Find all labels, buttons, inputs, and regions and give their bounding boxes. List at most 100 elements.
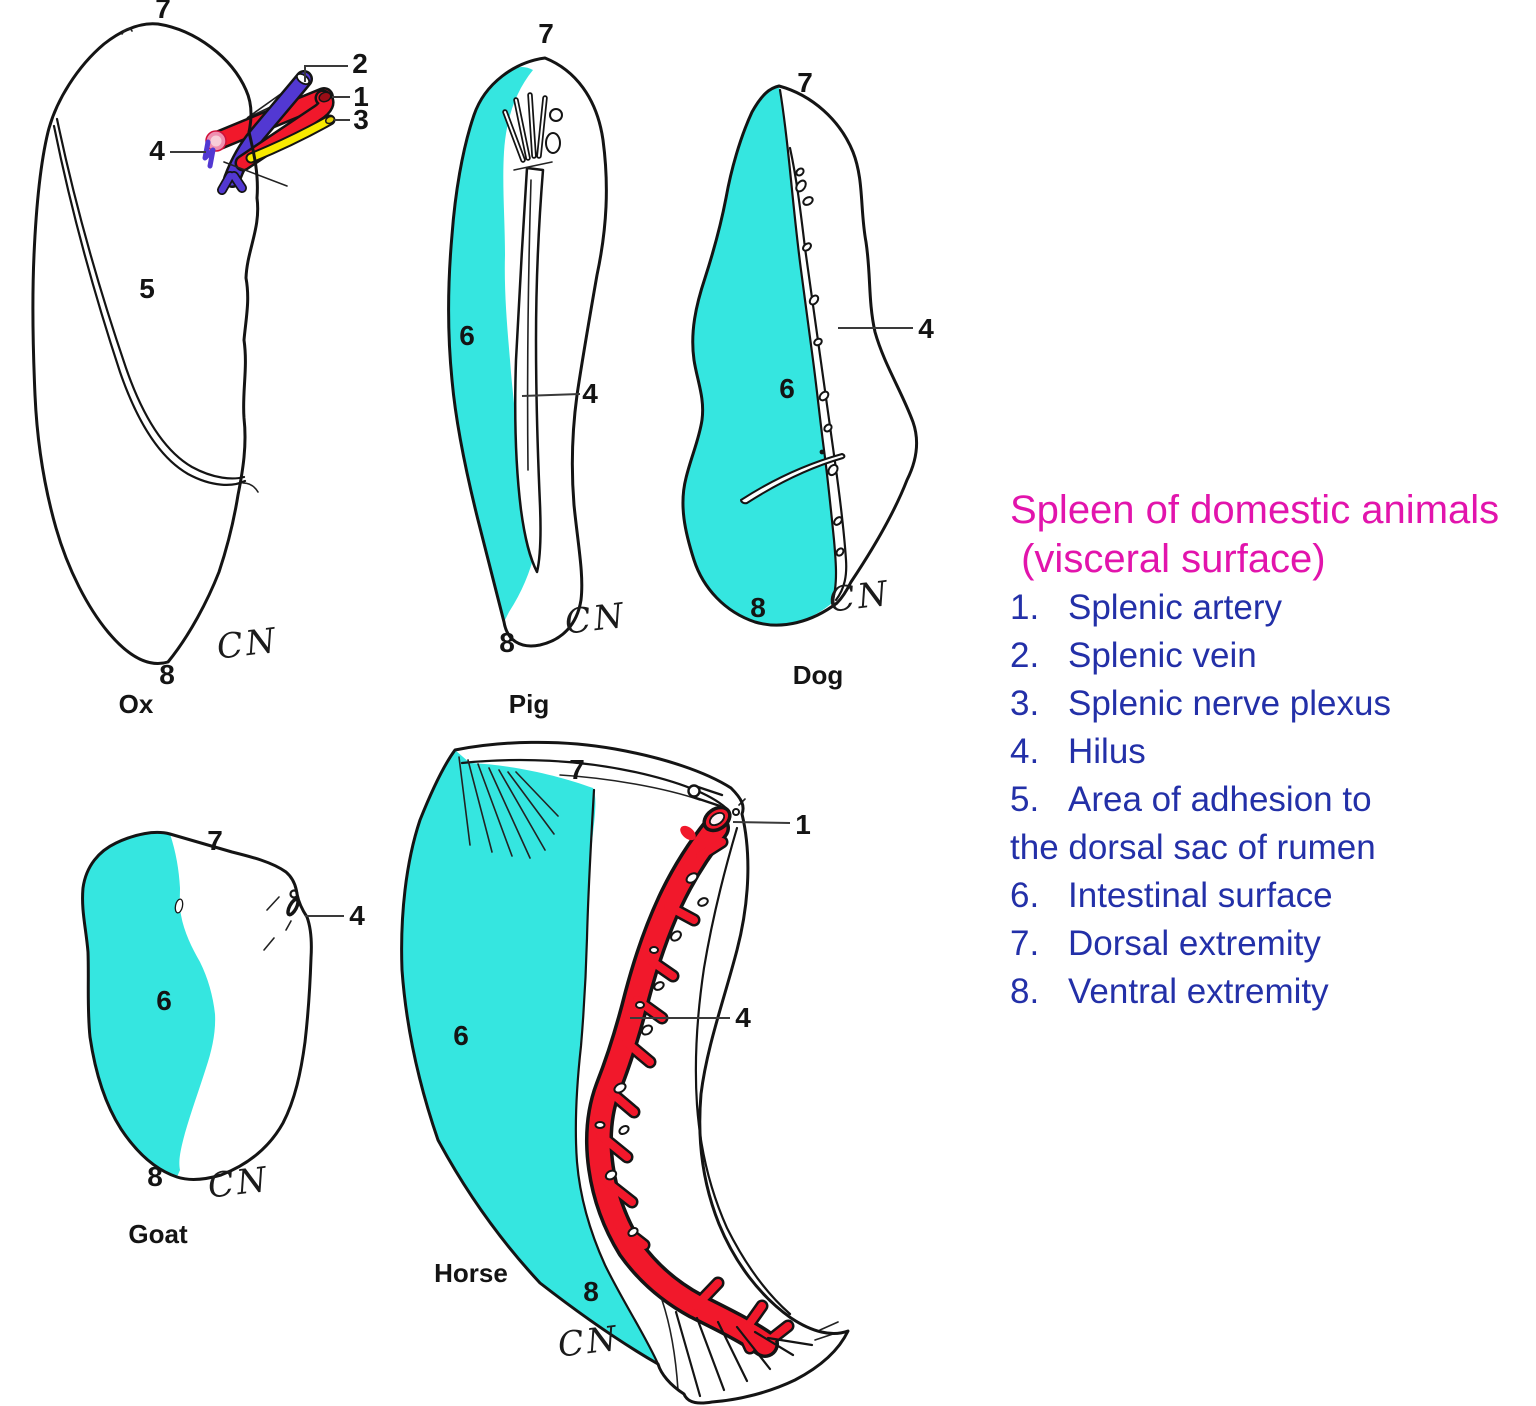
horse-vessel-gaps (594, 872, 709, 1238)
dog-spleen-outline (681, 84, 919, 627)
ox-artery-cut-end (318, 91, 332, 103)
legend-item-5-number: 5. (1010, 780, 1040, 819)
legend-item-3-number: 3. (1010, 684, 1040, 723)
legend-item-4: 4. Hilus (1010, 728, 1536, 776)
pig-label-7: 7 (538, 18, 554, 49)
horse-spleen-outline (400, 740, 850, 1405)
horse-label-1: 1 (795, 809, 811, 840)
figure-pig: 7 6 4 8 CN Pig (447, 18, 629, 719)
pig-label-6: 6 (459, 320, 475, 351)
figure-goat: 7 4 6 8 CN Goat (81, 825, 365, 1249)
ox-spleen-outline (31, 22, 260, 665)
horse-dorsal-band-lines (460, 758, 728, 810)
goat-boundary-notch (174, 898, 184, 914)
pig-caption: Pig (509, 689, 549, 719)
dog-label-6: 6 (779, 373, 795, 404)
figure-horse: 7 1 4 6 8 CN Horse (400, 740, 850, 1405)
legend-item-8-number: 8. (1010, 972, 1040, 1011)
ox-top-notch (121, 27, 133, 35)
pig-label-4: 4 (582, 378, 598, 409)
horse-hatch-lines (458, 756, 559, 859)
horse-label-7: 7 (569, 754, 585, 785)
horse-label-8: 8 (583, 1276, 599, 1307)
horse-trabecular-fan (661, 1299, 839, 1398)
legend-item-8-label: Ventral extremity (1068, 972, 1329, 1011)
ox-spleen-body (32, 23, 258, 664)
goat-caption: Goat (128, 1219, 188, 1249)
dog-hilus-vessel-ovals (795, 167, 845, 557)
dog-label-8: 8 (750, 592, 766, 623)
legend-item-3-label: Splenic nerve plexus (1068, 684, 1391, 723)
legend-item-7-label: Dorsal extremity (1068, 924, 1321, 963)
dog-hilus-line-right (788, 146, 848, 602)
horse-caption: Horse (434, 1258, 508, 1288)
legend-item-5-label: Area of adhesion to (1068, 780, 1372, 819)
dog-hilus-line-left (778, 88, 838, 605)
ox-label-2: 2 (352, 48, 368, 79)
pig-label-8: 8 (499, 627, 515, 658)
ox-vessel-bundle (202, 70, 336, 195)
ox-vein-fork (218, 172, 246, 194)
dog-signature: CN (827, 573, 893, 620)
horse-artery-branch-stub (680, 825, 696, 841)
ox-leader-lines (170, 65, 350, 153)
ox-label-8: 8 (159, 659, 175, 690)
legend-item-2: 2. Splenic vein (1010, 632, 1536, 680)
legend-item-4-label: Hilus (1068, 732, 1146, 771)
ox-vein-stub (202, 139, 216, 169)
goat-signature: CN (206, 1159, 272, 1206)
dog-caption: Dog (793, 660, 844, 690)
horse-artery-opening (687, 784, 746, 833)
legend-item-1: 1. Splenic artery (1010, 584, 1536, 632)
horse-signature: CN (556, 1318, 622, 1365)
ox-label-5: 5 (139, 273, 155, 304)
ox-splenic-nerve (247, 116, 334, 162)
ox-label-3: 3 (353, 104, 369, 135)
pig-spleen-outline (447, 56, 608, 648)
legend-title-line1: Spleen of domestic animals (1010, 488, 1500, 532)
goat-label-8: 8 (147, 1161, 163, 1192)
ox-caption: Ox (119, 689, 154, 719)
legend-item-7-number: 7. (1010, 924, 1040, 963)
dog-label-4: 4 (918, 313, 934, 344)
legend-item-5-continuation: the dorsal sac of rumen (1010, 828, 1376, 867)
pig-leader-4 (521, 393, 581, 397)
legend-item-2-label: Splenic vein (1068, 636, 1257, 675)
pig-vessel-cluster (502, 92, 563, 171)
goat-label-6: 6 (156, 985, 172, 1016)
legend-item-1-number: 1. (1010, 588, 1040, 627)
legend: Spleen of domestic animals (visceral sur… (1010, 486, 1536, 1016)
figure-dog: 7 4 6 8 CN Dog (681, 67, 934, 690)
legend-item-3: 3. Splenic nerve plexus (1010, 680, 1536, 728)
pig-hilus-groove (513, 166, 545, 574)
horse-label-4: 4 (735, 1002, 751, 1033)
figure-ox: 7 2 1 3 4 5 8 CN Ox (31, 0, 369, 719)
goat-spleen-outline (81, 830, 313, 1181)
legend-item-6-label: Intestinal surface (1068, 876, 1333, 915)
horse-leader-lines (630, 821, 791, 1019)
legend-item-8: 8. Ventral extremity (1010, 968, 1536, 1016)
dog-label-7: 7 (797, 67, 813, 98)
legend-item-1-label: Splenic artery (1068, 588, 1282, 627)
dog-crease (739, 452, 846, 505)
legend-item-6-number: 6. (1010, 876, 1040, 915)
legend-title-line2: (visceral surface) (1010, 537, 1326, 581)
legend-item-6: 6. Intestinal surface (1010, 872, 1536, 920)
ox-label-4: 4 (149, 135, 165, 166)
horse-intestinal-surface (401, 750, 658, 1364)
legend-item-4-number: 4. (1010, 732, 1040, 771)
pig-signature: CN (563, 595, 629, 642)
goat-intestinal-surface (82, 832, 216, 1177)
ox-adhesion-crease (52, 117, 259, 493)
horse-strip-right-line (694, 826, 792, 1316)
horse-cyan-boundary-line (574, 788, 660, 1366)
legend-item-5: 5. Area of adhesion to (1010, 776, 1536, 824)
ox-label-7: 7 (155, 0, 171, 24)
goat-label-4: 4 (349, 900, 365, 931)
goat-label-7: 7 (207, 825, 223, 856)
ox-signature: CN (215, 620, 281, 667)
legend-item-7: 7. Dorsal extremity (1010, 920, 1536, 968)
horse-label-6: 6 (453, 1020, 469, 1051)
ox-label-1: 1 (353, 81, 369, 112)
